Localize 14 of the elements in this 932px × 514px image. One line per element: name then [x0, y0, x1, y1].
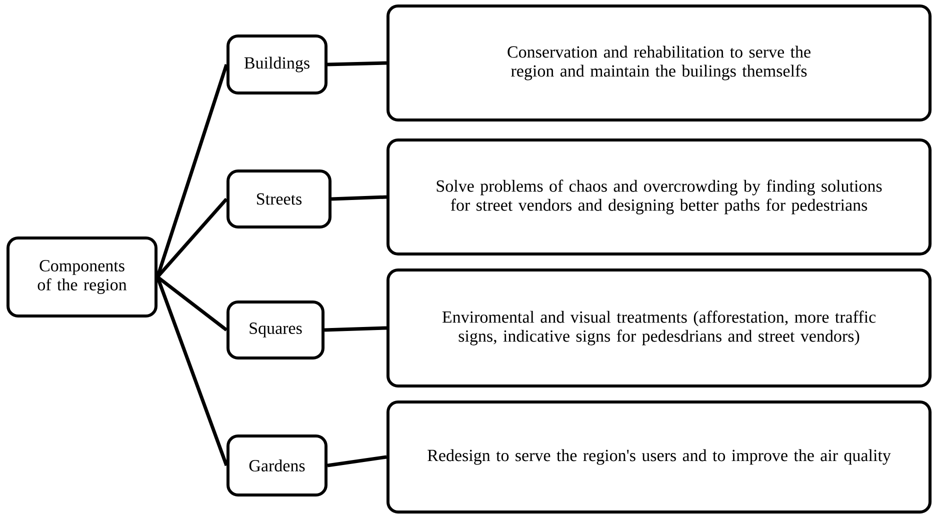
connector-line — [327, 61, 387, 66]
description-box: Conservation and rehabilitation to serve the region and maintain the builings themselfs — [386, 4, 932, 122]
description-box: Solve problems of chaos and overcrowding by finding solutions for street vendors and designing better paths for pedestrians — [386, 138, 932, 256]
component-box: Buildings — [226, 34, 328, 94]
connector-line — [156, 276, 228, 466]
component-box: Streets — [226, 170, 332, 228]
component-box: Gardens — [226, 434, 328, 496]
description-box: Redesign to serve the region's users and to improve the air quality — [386, 400, 932, 514]
connector-line — [331, 195, 387, 201]
connector-line — [324, 326, 387, 332]
description-box: Enviromental and visual treatments (afforestation, more traffic signs, indicative signs for pedesdrians and street vendors) — [386, 268, 932, 388]
category-box: Components of the region — [6, 236, 158, 318]
component-box: Squares — [226, 300, 324, 360]
connector-line — [327, 455, 387, 468]
